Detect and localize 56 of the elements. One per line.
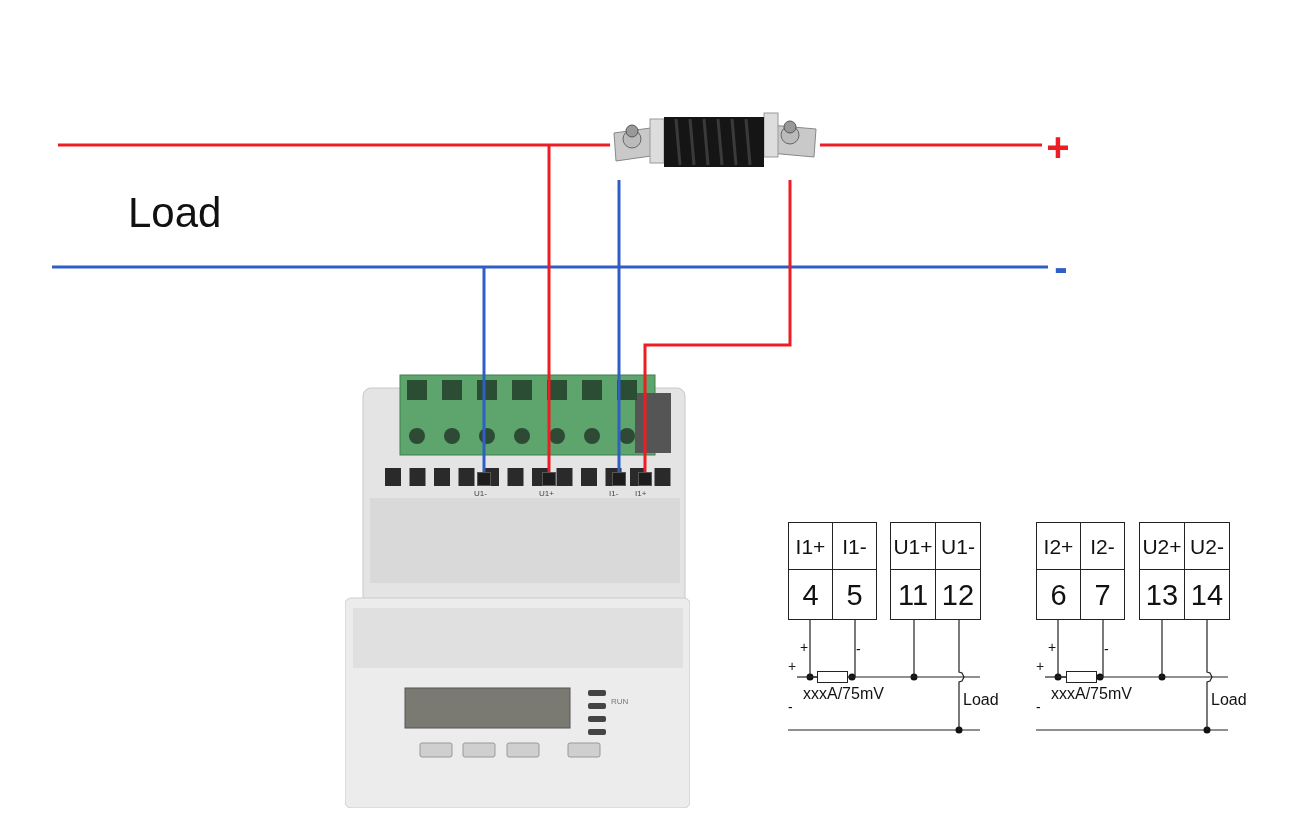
terminal-number: 4 xyxy=(788,569,833,620)
terminal-socket xyxy=(612,472,626,486)
indicator-label: RUN xyxy=(611,698,629,706)
terminal-name: U1+ xyxy=(890,522,936,570)
terminal-name: U2- xyxy=(1184,522,1230,570)
polarity-sign: + xyxy=(800,640,809,654)
circuit-wire xyxy=(796,676,818,678)
terminal-name: I1- xyxy=(832,522,877,570)
terminal-name: U2+ xyxy=(1139,522,1185,570)
polarity-sign: + xyxy=(787,659,797,678)
polarity-sign: - xyxy=(788,700,793,714)
heading-text: Load xyxy=(128,192,222,234)
terminal-name: I1+ xyxy=(788,522,833,570)
circuit-wire xyxy=(958,619,965,731)
polarity-sign: - xyxy=(856,642,861,656)
circuit-wire xyxy=(847,676,981,678)
resistor-symbol xyxy=(817,671,848,683)
shunt-rating: xxxA/75mV xyxy=(1051,686,1132,702)
polarity-sign: + xyxy=(1048,640,1057,654)
terminal-socket xyxy=(638,472,652,486)
circuit-wire xyxy=(1044,676,1067,678)
wire xyxy=(820,143,1042,147)
wire xyxy=(482,267,486,472)
polarity-sign: + xyxy=(1035,659,1045,678)
load-label: Load xyxy=(963,692,999,708)
terminal-number: 5 xyxy=(832,569,877,620)
wire xyxy=(643,180,792,472)
terminal-number: 13 xyxy=(1139,569,1185,620)
terminal-number: 12 xyxy=(935,569,981,620)
terminal-number: 6 xyxy=(1036,569,1081,620)
wire xyxy=(52,265,1048,269)
terminal-number: 14 xyxy=(1184,569,1230,620)
wire xyxy=(617,180,621,472)
terminal-number: 7 xyxy=(1080,569,1125,620)
polarity-sign: - xyxy=(1036,700,1041,714)
resistor-symbol xyxy=(1066,671,1097,683)
polarity-sign: + xyxy=(1042,128,1074,166)
circuit-wire xyxy=(913,619,915,678)
terminal-socket xyxy=(477,472,491,486)
circuit-wire xyxy=(1161,619,1163,678)
terminal-name: I2+ xyxy=(1036,522,1081,570)
load-label: Load xyxy=(1211,692,1247,708)
terminal-label: I1- xyxy=(609,490,619,498)
terminal-label: U1+ xyxy=(539,490,554,498)
terminal-label: I1+ xyxy=(635,490,647,498)
polarity-sign: - xyxy=(1104,642,1109,656)
polarity-sign: - xyxy=(1048,248,1074,286)
wire xyxy=(58,143,610,147)
terminal-name: I2- xyxy=(1080,522,1125,570)
terminal-label: U1- xyxy=(474,490,487,498)
terminal-name: U1- xyxy=(935,522,981,570)
terminal-number: 11 xyxy=(890,569,936,620)
shunt-rating: xxxA/75mV xyxy=(803,686,884,702)
circuit-wire xyxy=(1206,619,1213,731)
wire xyxy=(547,145,551,472)
terminal-socket xyxy=(542,472,556,486)
